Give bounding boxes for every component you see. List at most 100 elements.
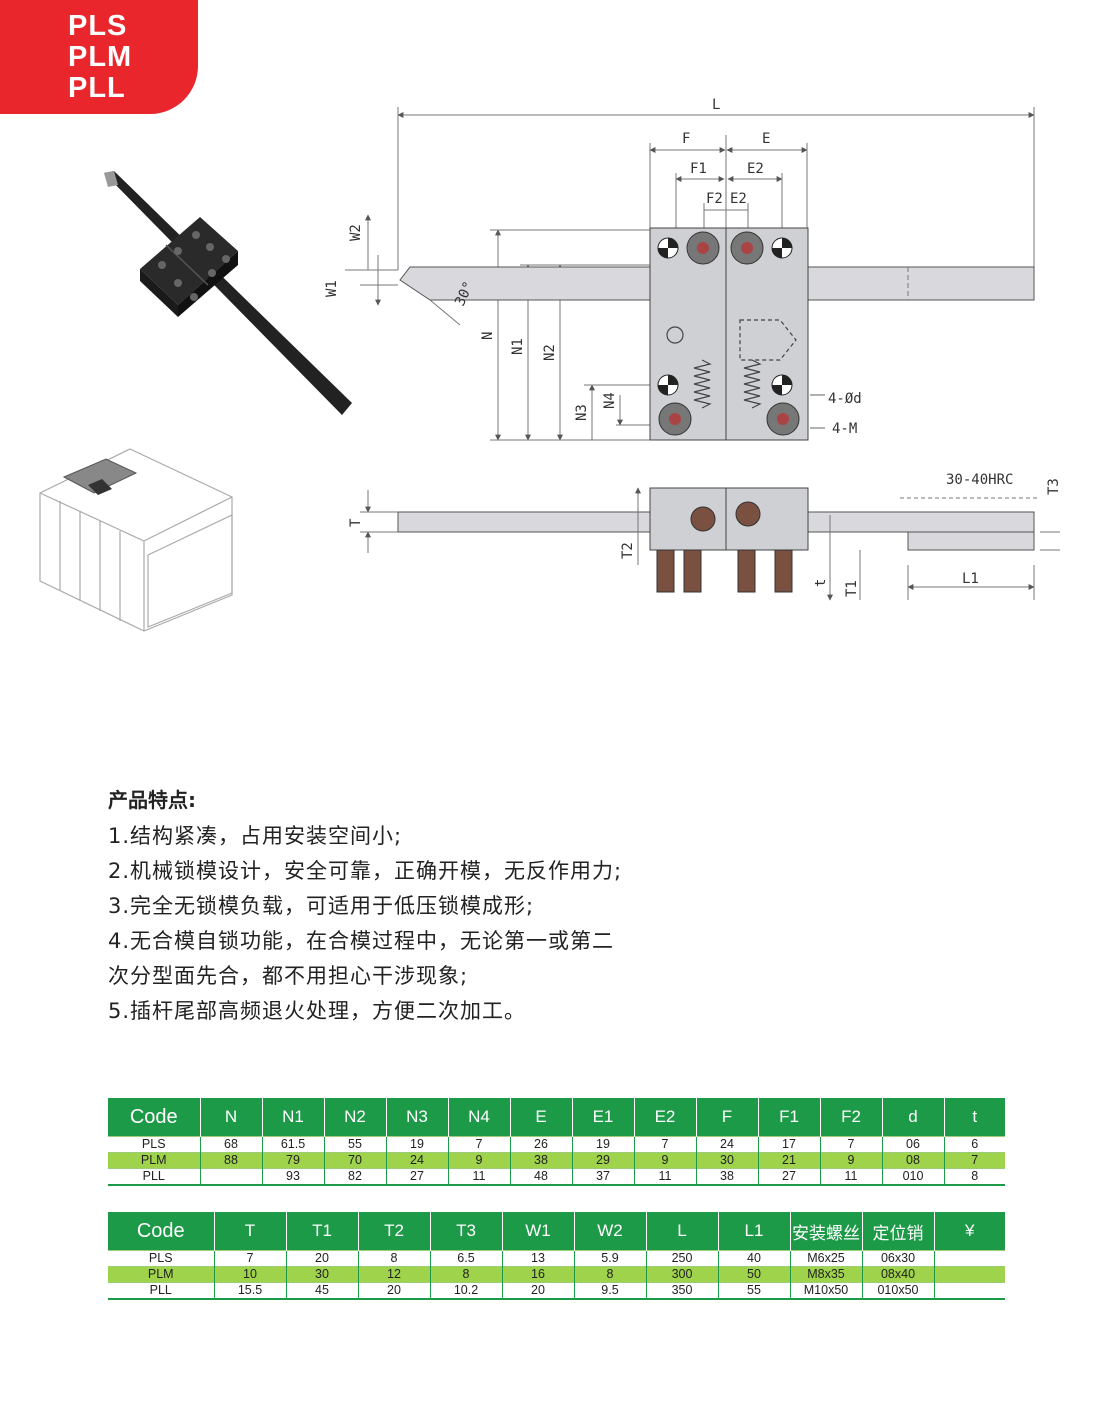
dim-label-t2: T2: [620, 542, 636, 559]
table-header-cell: E: [509, 1098, 572, 1137]
table-cell: 010: [881, 1168, 944, 1186]
dim-label-n: N: [480, 332, 496, 340]
table-cell: 40: [717, 1250, 790, 1267]
badge-line-pls: PLS: [68, 10, 128, 42]
table-cell: 12: [357, 1266, 430, 1283]
hole-label: 4-Ød: [828, 391, 862, 407]
table-header-cell: W2: [573, 1212, 646, 1251]
dim-label-n4: N4: [602, 392, 618, 409]
table-cell: 11: [633, 1168, 696, 1186]
table-cell: 8: [429, 1266, 502, 1283]
table-cell: [933, 1282, 1005, 1300]
dim-label-e2-top: E2: [747, 161, 764, 177]
table-cell: PLS: [108, 1136, 200, 1153]
table-cell: PLM: [108, 1152, 200, 1169]
dim-label-tsmall: t: [813, 579, 829, 587]
table-cell: [933, 1250, 1005, 1267]
table-cell: 82: [323, 1168, 386, 1186]
dim-label-e2: E2: [730, 191, 747, 207]
dim-label-w2: W2: [348, 224, 364, 241]
table-cell: 6: [943, 1136, 1005, 1153]
table-header-cell: 安装螺丝: [789, 1212, 862, 1251]
table-header-cell: F2: [819, 1098, 882, 1137]
table-cell: 8: [573, 1266, 646, 1283]
table-cell: 20: [285, 1250, 358, 1267]
table-header-cell: F1: [757, 1098, 820, 1137]
table-cell: 29: [571, 1152, 634, 1169]
table-cell: 11: [819, 1168, 882, 1186]
table-cell: 06x30: [861, 1250, 934, 1267]
dim-label-t: T: [348, 518, 364, 527]
table-header-cell: T2: [357, 1212, 430, 1251]
table-header-cell: d: [881, 1098, 944, 1137]
dim-label-f1: F1: [690, 161, 707, 177]
table-cell: 27: [757, 1168, 820, 1186]
table-cell: 20: [501, 1282, 574, 1300]
feature-line: 2.机械锁模设计，安全可靠，正确开模，无反作用力;: [108, 859, 623, 883]
dim-label-f2: F2: [706, 191, 723, 207]
table-cell: 38: [695, 1168, 758, 1186]
table-cell: 55: [323, 1136, 386, 1153]
table-cell: 16: [501, 1266, 574, 1283]
table-header-cell: Code: [108, 1212, 214, 1251]
feature-line: 1.结构紧凑，占用安装空间小;: [108, 824, 403, 848]
mold-assembly-sketch: [39, 448, 233, 632]
feature-line: 5.插杆尾部高频退火处理，方便二次加工。: [108, 999, 527, 1023]
table-header-cell: Code: [108, 1098, 200, 1137]
table-header-cell: t: [943, 1098, 1005, 1137]
table-cell: 88: [199, 1152, 262, 1169]
table-header-cell: N3: [385, 1098, 448, 1137]
table-header-cell: N2: [323, 1098, 386, 1137]
table-cell: 7: [447, 1136, 510, 1153]
dim-label-n1: N1: [510, 338, 526, 355]
table-cell: 7: [633, 1136, 696, 1153]
table-cell: 45: [285, 1282, 358, 1300]
table-header-cell: T: [213, 1212, 286, 1251]
table-cell: 08: [881, 1152, 944, 1169]
dim-label-t3: T3: [1046, 478, 1060, 495]
table-cell: 06: [881, 1136, 944, 1153]
table-cell: 37: [571, 1168, 634, 1186]
table-cell: 24: [385, 1152, 448, 1169]
dim-label-n2: N2: [542, 344, 558, 361]
product-features: 产品特点: 1.结构紧凑，占用安装空间小; 2.机械锁模设计，安全可靠，正确开模…: [108, 784, 788, 1029]
table-cell: 19: [385, 1136, 448, 1153]
badge-line-pll: PLL: [68, 72, 126, 104]
table-cell: 08x40: [861, 1266, 934, 1283]
table-cell: 30: [285, 1266, 358, 1283]
table-cell: PLM: [108, 1266, 214, 1283]
table-cell: 350: [645, 1282, 718, 1300]
table-cell: 48: [509, 1168, 572, 1186]
table-cell: 7: [943, 1152, 1005, 1169]
technical-drawing: L F E F1 E2 F2 E2 W2 W1 30° N N1 N2 N3 N…: [324, 97, 1060, 601]
table-header-cell: L1: [717, 1212, 790, 1251]
table-header-cell: E1: [571, 1098, 634, 1137]
table-cell: 20: [357, 1282, 430, 1300]
table-cell: PLL: [108, 1282, 214, 1300]
table-cell: 38: [509, 1152, 572, 1169]
table-header-cell: ¥: [933, 1212, 1005, 1251]
feature-line: 4.无合模自锁功能，在合模过程中，无论第一或第二: [108, 929, 615, 953]
features-heading: 产品特点:: [108, 788, 196, 812]
table-cell: M6x25: [789, 1250, 862, 1267]
table-header-cell: T3: [429, 1212, 502, 1251]
product-photo: [104, 171, 352, 415]
table-cell: 6.5: [429, 1250, 502, 1267]
hardness-label: 30-40HRC: [946, 472, 1013, 488]
table-cell: 79: [261, 1152, 324, 1169]
badge-line-plm: PLM: [68, 41, 133, 73]
table-cell: 250: [645, 1250, 718, 1267]
table-cell: 10.2: [429, 1282, 502, 1300]
table-cell: 55: [717, 1282, 790, 1300]
screw-label: 4-M: [832, 421, 857, 437]
table-header-cell: E2: [633, 1098, 696, 1137]
table-cell: M8x35: [789, 1266, 862, 1283]
table-cell: M10x50: [789, 1282, 862, 1300]
table-cell: 21: [757, 1152, 820, 1169]
